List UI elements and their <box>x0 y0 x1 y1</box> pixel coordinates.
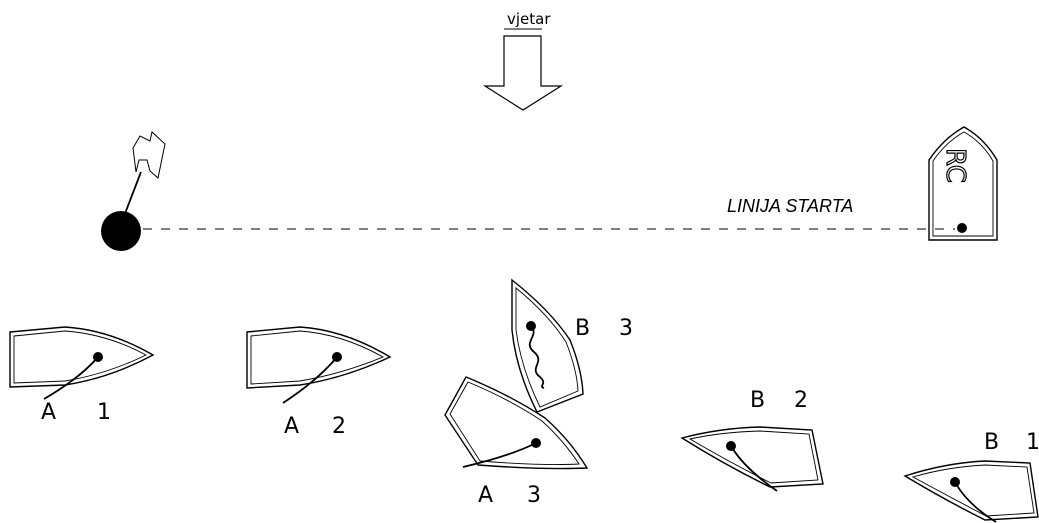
pin-buoy <box>101 131 166 251</box>
mast-icon <box>332 352 342 362</box>
boat-b2-number: 2 <box>794 388 808 413</box>
boat-b2-letter: B <box>750 388 765 413</box>
boat-b2: B 2 <box>680 388 824 492</box>
boat-a3-number: 3 <box>527 483 541 508</box>
boat-a2-number: 2 <box>332 414 346 439</box>
boat-a2-letter: A <box>284 414 299 439</box>
wind-arrow-icon <box>482 35 564 111</box>
boat-b1: B 1 <box>903 430 1039 523</box>
boat-b1-number: 1 <box>1026 430 1039 455</box>
boat-b3: B 3 <box>511 278 633 413</box>
boat-a1-number: 1 <box>97 400 111 425</box>
boat-b3-letter: B <box>575 316 590 341</box>
boat-a1: A 1 <box>9 326 155 425</box>
committee-boat-label: RC <box>940 148 970 183</box>
buoy-mark-icon <box>101 211 141 251</box>
start-line-label: LINIJA STARTA <box>727 196 853 216</box>
mast-icon <box>950 477 960 487</box>
boat-b1-letter: B <box>984 430 999 455</box>
mast-icon <box>93 352 103 362</box>
mast-icon <box>531 438 541 448</box>
flag-icon <box>132 131 166 179</box>
committee-boat-mark-icon <box>957 223 967 233</box>
boat-b3-number: 3 <box>619 316 633 341</box>
boat-a1-letter: A <box>41 400 56 425</box>
wind-indicator: vjetar <box>482 10 564 111</box>
wind-label: vjetar <box>507 10 551 28</box>
boat-a3-letter: A <box>478 483 493 508</box>
committee-boat: RC <box>928 126 998 241</box>
mast-icon <box>526 321 536 331</box>
mast-icon <box>726 441 736 451</box>
boat-a2: A 2 <box>246 326 392 439</box>
boat-a3: A 3 <box>444 376 589 508</box>
